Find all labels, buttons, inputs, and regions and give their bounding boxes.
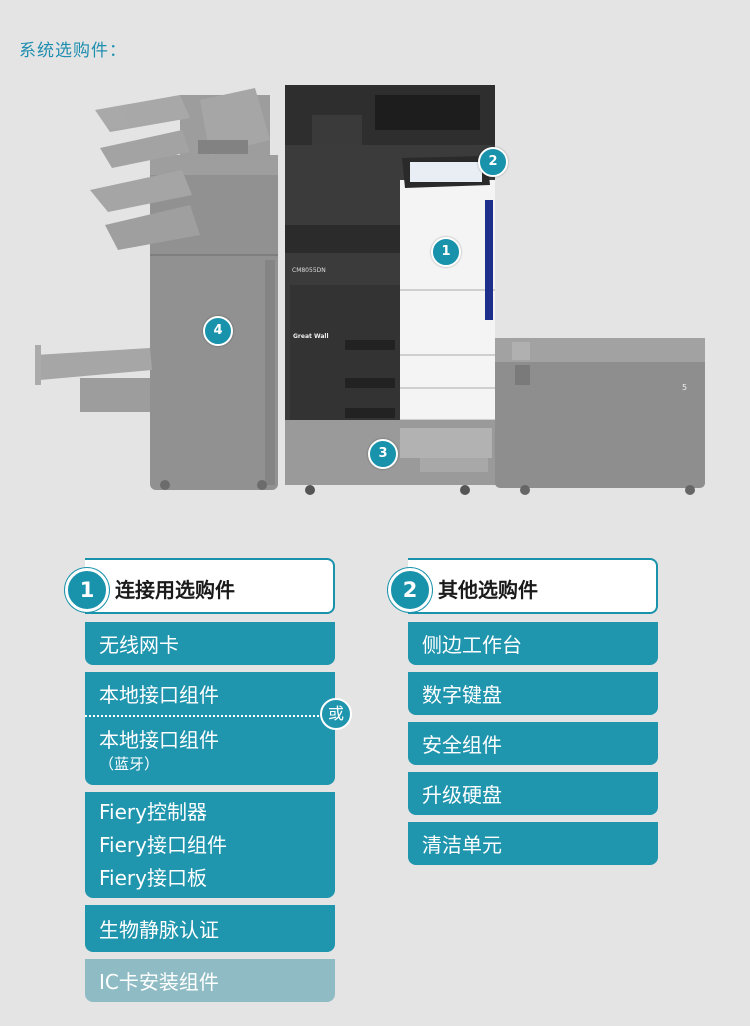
option-fiery-interface-board: Fiery接口板 (99, 865, 207, 890)
option-cleaning-unit: 清洁单元 (408, 822, 658, 865)
option-biometric-auth: 生物静脉认证 (85, 905, 335, 952)
divider-dotted (85, 715, 335, 717)
category-number: 2 (388, 568, 432, 612)
badge-1: 1 (431, 237, 461, 267)
printer-drawing: CM8055DN Great Wall 5 (35, 85, 705, 495)
category-title: 连接用选购件 (115, 578, 235, 602)
printer-illustration: CM8055DN Great Wall 5 (0, 70, 750, 510)
large-capacity-tray: 5 (495, 338, 705, 495)
badge-3: 3 (368, 439, 398, 469)
category-header-other: 2 其他选购件 (388, 558, 658, 614)
bluetooth-sub-label: （蓝牙） (99, 755, 160, 773)
option-ic-card-kit: IC卡安装组件 (85, 959, 335, 1002)
category-title: 其他选购件 (438, 578, 538, 602)
option-side-worktable: 侧边工作台 (408, 622, 658, 665)
badge-2: 2 (478, 147, 508, 177)
other-options: 2 其他选购件 侧边工作台 数字键盘 安全组件 升级硬盘 清洁单元 (388, 558, 658, 872)
option-local-interface: 本地接口组件 (85, 672, 335, 715)
finisher-unit (35, 88, 278, 490)
category-number: 1 (65, 568, 109, 612)
option-numeric-keypad: 数字键盘 (408, 672, 658, 715)
main-engine: CM8055DN Great Wall (285, 85, 500, 495)
tray-label: 5 (682, 383, 687, 392)
option-security-kit: 安全组件 (408, 722, 658, 765)
option-wireless-card: 无线网卡 (85, 622, 335, 665)
brand-label: Great Wall (293, 333, 329, 340)
bluetooth-main-label: 本地接口组件 (99, 728, 219, 752)
option-fiery-interface-kit: Fiery接口组件 (99, 832, 227, 857)
local-interface-choice: 本地接口组件 本地接口组件 （蓝牙） 或 (85, 672, 352, 785)
option-upgrade-hdd: 升级硬盘 (408, 772, 658, 815)
badge-4: 4 (203, 316, 233, 346)
option-fiery-group: Fiery控制器 Fiery接口组件 Fiery接口板 (85, 792, 335, 898)
model-label: CM8055DN (292, 267, 326, 274)
category-header-connection: 1 连接用选购件 (65, 558, 335, 614)
or-badge: 或 (320, 698, 352, 730)
page-title: 系统选购件： (19, 41, 127, 61)
option-local-interface-bluetooth: 本地接口组件 （蓝牙） (85, 717, 335, 785)
option-fiery-controller: Fiery控制器 (99, 799, 207, 824)
connection-options: 1 连接用选购件 无线网卡 本地接口组件 本地接口组件 （蓝牙） 或 Fiery… (65, 558, 352, 1009)
